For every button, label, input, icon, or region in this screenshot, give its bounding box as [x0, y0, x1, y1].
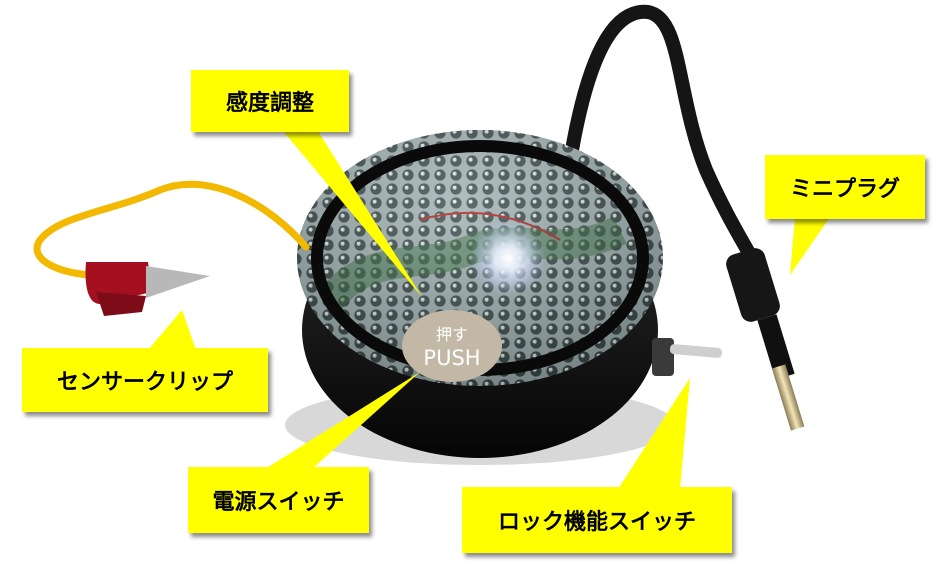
pointer-power — [265, 372, 420, 469]
callout-sensor-clip: センサークリップ — [22, 348, 268, 412]
clip-grip-bottom — [96, 292, 146, 316]
push-label-en: PUSH — [423, 346, 480, 370]
pointer-sensor-clip — [148, 310, 196, 350]
clip-jaws — [146, 266, 210, 298]
mini-plug-pin — [771, 364, 805, 431]
lock-switch-lever — [669, 344, 723, 358]
pointer-mini-plug — [790, 217, 830, 275]
yellow-wire — [33, 180, 310, 279]
lock-switch-base — [652, 338, 674, 376]
mini-plug-housing — [726, 248, 780, 322]
callout-power-switch: 電源スイッチ — [188, 467, 369, 533]
callout-mini-plug: ミニプラグ — [765, 155, 925, 219]
pointer-sensitivity — [283, 131, 422, 297]
black-cable — [565, 4, 761, 269]
push-label-ja: 押す — [436, 325, 468, 344]
callout-sensitivity-adjust: 感度調整 — [191, 70, 349, 132]
callout-lock-switch: ロック機能スイッチ — [462, 487, 732, 553]
push-button — [402, 310, 502, 382]
led-light — [470, 220, 546, 296]
mini-plug-neck — [757, 314, 795, 380]
pointer-lock — [618, 378, 690, 489]
